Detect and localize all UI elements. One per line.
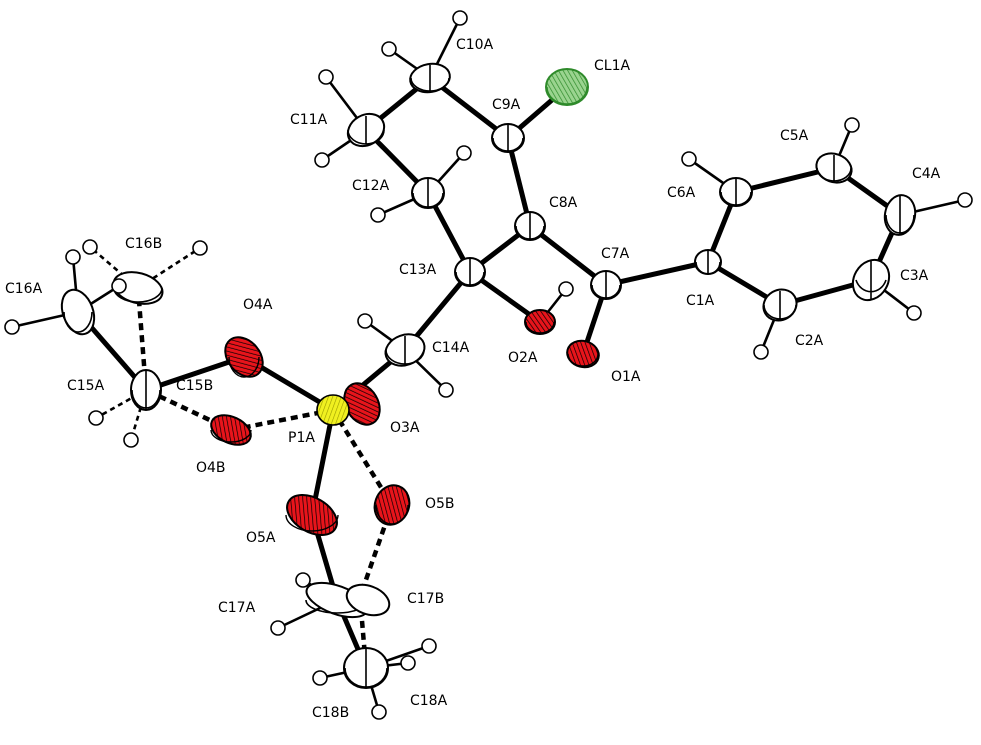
- label-C11A: C11A: [290, 112, 328, 128]
- atom-C7A: [590, 270, 622, 300]
- hydrogen-atom: [844, 117, 860, 133]
- hydrogen-atom: [753, 344, 769, 360]
- label-C12A: C12A: [352, 178, 390, 194]
- label-C18B: C18B: [312, 705, 349, 721]
- atom-C13A: [454, 257, 486, 287]
- label-C15B: C15B: [176, 378, 213, 394]
- label-O4A: O4A: [243, 297, 273, 313]
- hydrogen-atom: [456, 145, 472, 161]
- label-C10A: C10A: [456, 37, 494, 53]
- hydrogen-atom: [192, 240, 208, 256]
- atom-C4A: [883, 194, 917, 236]
- hydrogen-atom: [314, 152, 330, 168]
- hydrogen-atom: [312, 670, 328, 686]
- label-C8A: C8A: [549, 195, 578, 211]
- atom-C8A: [514, 211, 546, 241]
- atom-C16A: [60, 288, 96, 336]
- atom-P1A: [316, 394, 350, 426]
- label-C5A: C5A: [780, 128, 809, 144]
- label-C2A: C2A: [795, 333, 824, 349]
- label-O1A: O1A: [611, 369, 641, 385]
- atom-O4B: [210, 414, 252, 446]
- label-C18A: C18A: [410, 693, 448, 709]
- atom-O4A: [224, 336, 264, 378]
- atom-C12A: [411, 177, 445, 209]
- hydrogen-atom: [438, 382, 454, 398]
- hydrogen-atom: [65, 249, 81, 265]
- hydrogen-atom: [681, 151, 697, 167]
- label-O4B: O4B: [196, 460, 226, 476]
- hydrogen-atom: [111, 278, 127, 294]
- atom-C18A: [343, 647, 389, 689]
- label-C1A: C1A: [686, 293, 715, 309]
- hydrogen-atom: [123, 432, 139, 448]
- atom-labels: C1A C2A C3A C4A C5A C6A C7A C8A C9A C10A…: [5, 37, 941, 721]
- hydrogen-atom: [4, 319, 20, 335]
- bond-C1A-C7A: [603, 259, 711, 288]
- label-C9A: C9A: [492, 97, 521, 113]
- bond-P1A-O5B: [331, 408, 394, 507]
- atoms: [4, 10, 973, 720]
- atom-C3A: [851, 258, 891, 302]
- hydrogen-atom: [295, 572, 311, 588]
- label-C14A: C14A: [432, 340, 470, 356]
- label-O5B: O5B: [425, 496, 455, 512]
- hydrogen-atom: [82, 239, 98, 255]
- hydrogen-atom: [371, 704, 387, 720]
- label-C17B: C17B: [407, 591, 444, 607]
- hydrogen-atom: [957, 192, 973, 208]
- atom-C9A: [491, 123, 525, 153]
- atom-C11A: [346, 112, 386, 148]
- atom-O5A: [285, 494, 339, 536]
- hydrogen-atom: [270, 620, 286, 636]
- bonds: [10, 16, 967, 714]
- atom-O2A: [524, 309, 556, 335]
- hydrogen-atom: [421, 638, 437, 654]
- atom-CL1A: [545, 68, 589, 106]
- hydrogen-atoms: [4, 10, 973, 720]
- atom-O5B: [373, 484, 411, 526]
- hydrogen-atom: [558, 281, 574, 297]
- bond-C7A-C8A: [527, 223, 609, 288]
- hydrogen-atom: [400, 655, 416, 671]
- label-C17A: C17A: [218, 600, 256, 616]
- atom-C10A: [409, 62, 451, 94]
- hydrogen-atom: [370, 207, 386, 223]
- label-P1A: P1A: [288, 430, 315, 446]
- atom-C6A: [719, 177, 753, 207]
- atom-C2A: [762, 288, 798, 322]
- hydrogen-atom: [381, 41, 397, 57]
- hydrogen-atom: [906, 305, 922, 321]
- label-C16A: C16A: [5, 281, 43, 297]
- label-O3A: O3A: [390, 420, 420, 436]
- atom-C5A: [815, 152, 853, 184]
- label-C7A: C7A: [601, 246, 630, 262]
- label-O2A: O2A: [508, 350, 538, 366]
- label-O5A: O5A: [246, 530, 276, 546]
- atom-C1A: [694, 249, 722, 275]
- label-C4A: C4A: [912, 166, 941, 182]
- hydrogen-atom: [452, 10, 468, 26]
- atom-O1A: [566, 339, 600, 369]
- hydrogen-atom: [318, 69, 334, 85]
- atom-C14A: [384, 333, 426, 367]
- hydrogen-atom: [357, 313, 373, 329]
- label-CL1A: CL1A: [594, 58, 630, 74]
- label-C16B: C16B: [125, 236, 162, 252]
- label-C15A: C15A: [67, 378, 105, 394]
- label-C3A: C3A: [900, 268, 929, 284]
- label-C13A: C13A: [399, 262, 437, 278]
- label-C6A: C6A: [667, 185, 696, 201]
- atom-C17B: [345, 583, 391, 617]
- hydrogen-atom: [88, 410, 104, 426]
- atom-C15A: [130, 369, 162, 411]
